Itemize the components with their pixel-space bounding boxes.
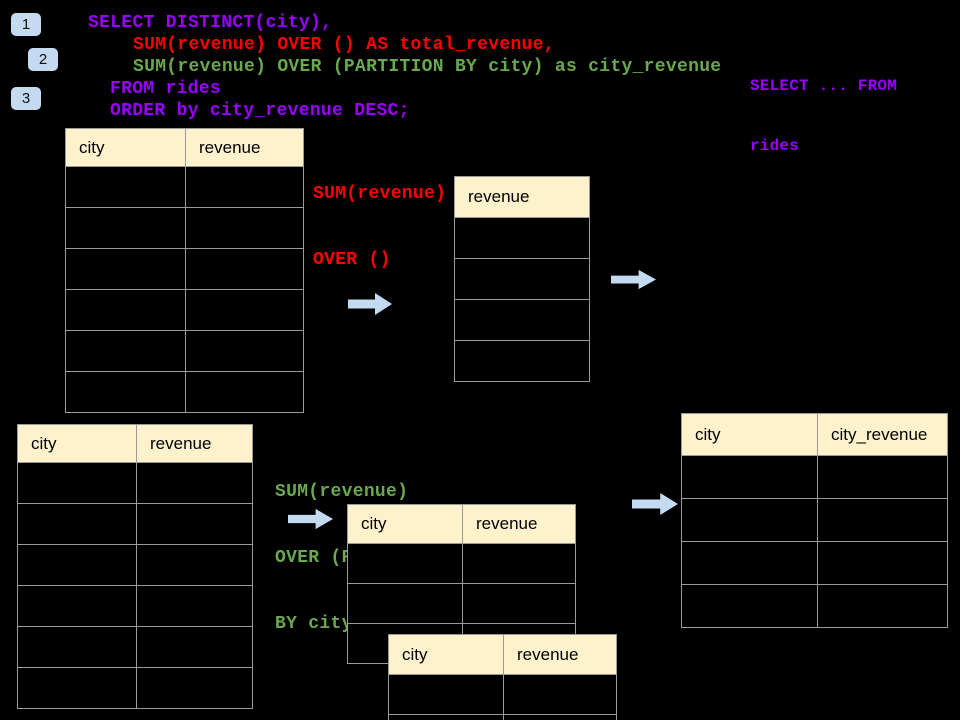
table-cell (817, 584, 948, 628)
table-cell (136, 544, 253, 586)
table-cell (65, 207, 186, 249)
table-cell (503, 674, 617, 715)
side-note-line-2: rides (750, 137, 800, 155)
code-line-from: FROM rides (110, 79, 222, 99)
code-line-sum-partition: SUM(revenue) OVER (PARTITION BY city) as… (133, 57, 722, 77)
table-rides-top: city revenue (65, 128, 304, 413)
flow-arrow-icon (348, 293, 392, 315)
table-cell (65, 248, 186, 290)
table-cell (17, 462, 137, 504)
table-cell (817, 541, 948, 585)
table-cell (136, 503, 253, 545)
table-cell (17, 544, 137, 586)
table-cell (347, 583, 463, 624)
table-cell (185, 207, 304, 249)
table-cell (17, 503, 137, 545)
label-over-empty: SUM(revenue) OVER () (313, 139, 446, 315)
column-header-city: city (17, 424, 137, 463)
table-cell (65, 330, 186, 372)
table-cell (462, 543, 576, 584)
table-cell (503, 714, 617, 720)
column-header-city: city (347, 504, 463, 544)
table-cell (136, 462, 253, 504)
column-header-city-revenue: city_revenue (817, 413, 948, 456)
table-cell (65, 289, 186, 331)
table-cell (136, 626, 253, 668)
flow-arrow-icon (288, 508, 333, 530)
side-note: SELECT ... FROM rides (750, 36, 897, 196)
code-line-sum-total: SUM(revenue) OVER () AS total_revenue, (133, 35, 555, 55)
table-cell (17, 667, 137, 709)
column-header-revenue: revenue (503, 634, 617, 675)
side-note-line-1: SELECT ... FROM (750, 77, 898, 95)
column-header-revenue: revenue (185, 128, 304, 167)
step-badge-3: 3 (11, 87, 41, 110)
column-header-city: city (65, 128, 186, 167)
column-header-revenue: revenue (136, 424, 253, 463)
code-line-select: SELECT DISTINCT(city), (88, 13, 333, 33)
table-cell (462, 583, 576, 624)
table-cell (136, 585, 253, 627)
table-cell (17, 585, 137, 627)
table-cell (185, 248, 304, 290)
table-cell (185, 166, 304, 208)
table-rides-bottom: city revenue (17, 424, 253, 709)
table-cell (681, 455, 818, 499)
flow-arrow-icon (611, 269, 656, 290)
table-partition-intermediate-2: city revenue (388, 634, 617, 720)
table-cell (185, 330, 304, 372)
table-cell (388, 714, 504, 720)
table-cell (817, 498, 948, 542)
label-over-empty-line-2: OVER () (313, 250, 391, 270)
table-cell (817, 455, 948, 499)
table-cell (681, 541, 818, 585)
flow-arrow-icon (632, 493, 678, 515)
step-badge-2: 2 (28, 48, 58, 71)
table-cell (681, 584, 818, 628)
table-cell (136, 667, 253, 709)
step-badge-1: 1 (11, 13, 41, 36)
table-total-revenue-result: revenue (454, 176, 590, 382)
column-header-city: city (388, 634, 504, 675)
code-line-order-by: ORDER by city_revenue DESC; (110, 101, 410, 121)
table-cell (454, 340, 590, 382)
column-header-revenue: revenue (454, 176, 590, 218)
table-cell (185, 371, 304, 413)
label-over-partition-line-1: SUM(revenue) (275, 482, 409, 502)
table-cell (454, 258, 590, 300)
table-cell (454, 217, 590, 259)
table-cell (185, 289, 304, 331)
table-cell (681, 498, 818, 542)
table-cell (388, 674, 504, 715)
table-cell (65, 371, 186, 413)
table-cell (17, 626, 137, 668)
table-cell (347, 543, 463, 584)
table-cell (454, 299, 590, 341)
column-header-revenue: revenue (462, 504, 576, 544)
column-header-city: city (681, 413, 818, 456)
table-cell (65, 166, 186, 208)
table-city-revenue-result: city city_revenue (681, 413, 948, 628)
label-over-empty-line-1: SUM(revenue) (313, 184, 447, 204)
